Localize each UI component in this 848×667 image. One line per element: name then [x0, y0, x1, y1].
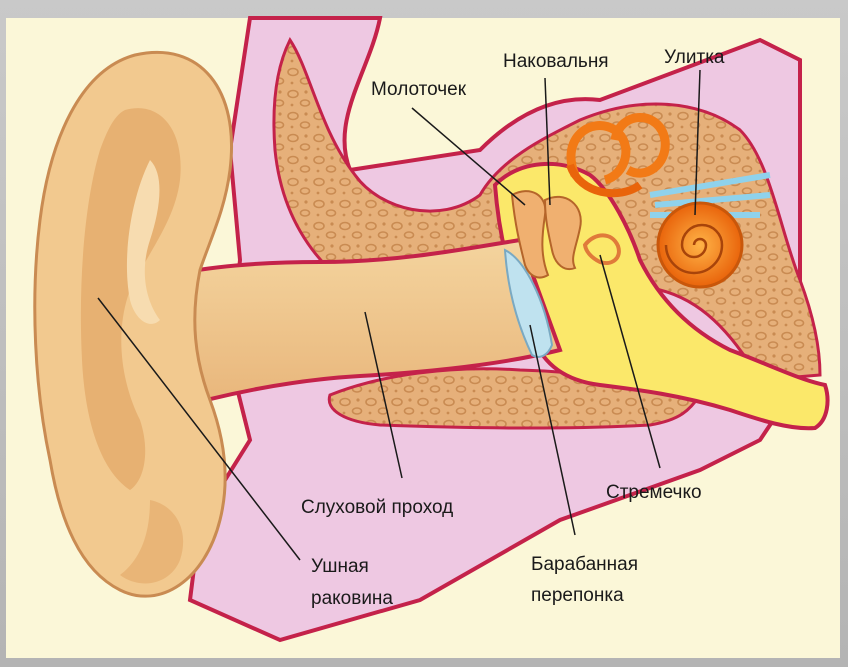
- label-auricle-line1: Ушная: [311, 555, 369, 578]
- label-hammer: Молоточек: [371, 78, 466, 101]
- label-cochlea: Улитка: [664, 46, 725, 69]
- label-ear-canal: Слуховой проход: [301, 496, 453, 519]
- label-stirrup: Стремечко: [606, 481, 702, 504]
- label-eardrum-line1: Барабанная: [531, 553, 638, 576]
- label-eardrum-line2: перепонка: [531, 584, 624, 607]
- label-auricle-line2: раковина: [311, 587, 393, 610]
- label-anvil: Наковальня: [503, 50, 609, 73]
- cochlea-body: [658, 203, 742, 287]
